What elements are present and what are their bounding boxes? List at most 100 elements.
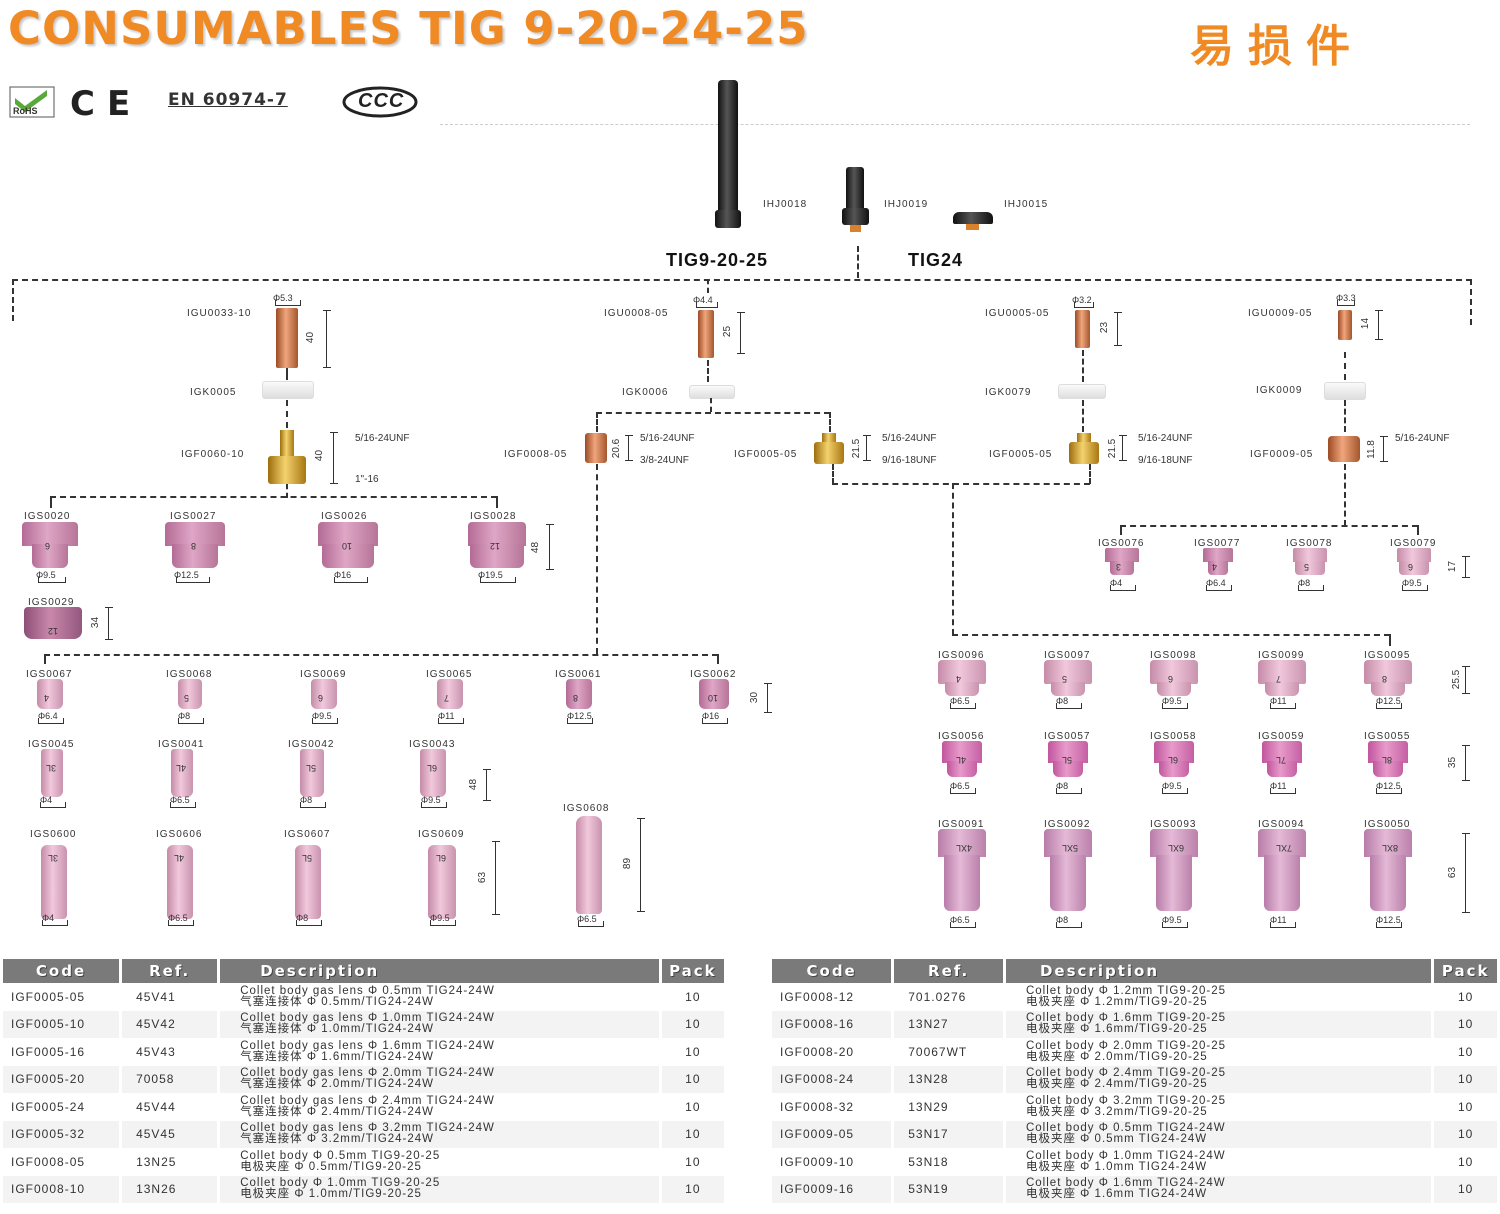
cell-pack: 10 <box>658 1175 724 1203</box>
cup-diameter: Φ4 <box>40 795 53 805</box>
ceramic-cup <box>938 829 986 857</box>
cup-diameter: Φ6.5 <box>168 913 188 923</box>
ceramic-cup <box>1397 548 1431 562</box>
cup-diameter: Φ6.5 <box>950 781 970 791</box>
cup-diameter: Φ9.5 <box>421 795 441 805</box>
cup-size-marking: 7XL <box>1276 843 1293 853</box>
connector-line <box>707 360 709 382</box>
cup-diameter: Φ9.5 <box>1402 578 1422 588</box>
cup-code: IGS0077 <box>1194 538 1241 549</box>
cup-code: IGS0029 <box>28 597 75 608</box>
connector-line <box>596 412 830 414</box>
collet-body <box>268 456 306 484</box>
ceramic-cup <box>172 544 218 568</box>
connector-line <box>596 412 598 432</box>
cup-size-marking: 4L <box>174 853 185 863</box>
collet-body <box>1069 442 1099 464</box>
dim-line <box>1074 302 1094 308</box>
connector-line <box>50 496 52 508</box>
connector-line <box>286 368 288 380</box>
dim-line <box>296 920 322 926</box>
cell-code: IGF0009-05 <box>772 1120 892 1148</box>
dim-line <box>567 718 593 724</box>
description-cn: 电极夹座 Φ 1.6mm TIG24-24W <box>1025 1188 1208 1201</box>
thread-spec: 5/16-24UNF <box>1395 433 1450 444</box>
cup-length: 17 <box>1447 560 1459 573</box>
ceramic-cup <box>1267 761 1297 777</box>
connector-line <box>596 464 598 654</box>
dim-line <box>578 921 604 927</box>
ce-logo: CE <box>70 84 142 124</box>
cup-diameter: Φ6.5 <box>950 915 970 925</box>
cup-code: IGS0050 <box>1364 819 1411 830</box>
cup-size-marking: 6 <box>1408 562 1414 572</box>
collet <box>1075 310 1090 348</box>
collet-length: 40 <box>305 331 317 344</box>
cup-diameter: Φ19.5 <box>478 570 503 580</box>
cup-size-marking: 5 <box>1304 562 1310 572</box>
cup-code: IGS0099 <box>1258 650 1305 661</box>
cup-diameter: Φ9.5 <box>1162 696 1182 706</box>
connector-line <box>829 412 831 432</box>
cup-diameter: Φ11 <box>1270 696 1287 706</box>
ceramic-cup <box>1265 682 1299 696</box>
cell-pack: 10 <box>658 1038 724 1066</box>
body-length: 21.5 <box>851 438 863 459</box>
description-en: Collet body gas lens Φ 1.6mm TIG24-24W <box>240 1039 495 1052</box>
cup-diameter: Φ16 <box>334 570 352 580</box>
dim-bar <box>1462 666 1470 694</box>
col-header-description: Description <box>1002 959 1432 983</box>
description-cn: 气塞连接体 Φ 0.5mm/TIG24-24W <box>240 995 435 1008</box>
dim-bar <box>1380 436 1388 462</box>
body-length: 21.5 <box>1107 438 1119 459</box>
thread-spec: 5/16-24UNF <box>640 433 695 444</box>
cup-size-marking: 8L <box>1382 755 1393 765</box>
ceramic-cup <box>1044 829 1092 857</box>
ceramic-cup <box>1293 548 1327 562</box>
cell-code: IGF0008-32 <box>772 1093 892 1121</box>
cell-code: IGF0008-20 <box>772 1038 892 1066</box>
ceramic-cup <box>437 679 463 709</box>
rohs-label: RoHS <box>13 106 38 116</box>
thread-spec: 5/16-24UNF <box>882 433 937 444</box>
ceramic-cup <box>1264 855 1300 911</box>
cell-code: IGF0008-16 <box>772 1010 892 1038</box>
cell-pack: 10 <box>1431 1093 1497 1121</box>
ce-mark: CE <box>70 84 143 124</box>
cell-code: IGF0005-32 <box>3 1120 120 1148</box>
description-en: Collet body Φ 2.4mm TIG9-20-25 <box>1025 1067 1227 1080</box>
back-cap-medium <box>846 167 864 212</box>
cup-size-marking: 7 <box>1276 674 1282 684</box>
back-cap-code: IHJ0018 <box>763 199 808 210</box>
dim-line <box>275 300 301 306</box>
cell-ref: 13N26 <box>119 1175 218 1203</box>
cup-size-marking: 5XL <box>1062 843 1079 853</box>
en-standard-text: EN 60974-7 <box>168 90 288 110</box>
cup-diameter: Φ12.5 <box>1376 696 1401 706</box>
cup-code: IGS0067 <box>26 669 73 680</box>
connector-line <box>952 483 954 635</box>
connector-line <box>710 398 712 412</box>
cup-diameter: Φ12.5 <box>1376 781 1401 791</box>
cup-size-marking: 3 <box>1116 562 1122 572</box>
dim-line <box>42 920 68 926</box>
dim-line <box>1376 788 1402 794</box>
ceramic-cup <box>1156 855 1192 911</box>
cup-code: IGS0041 <box>158 739 205 750</box>
cup-code: IGS0076 <box>1098 538 1145 549</box>
connector-line <box>1344 352 1346 380</box>
collet-body-code: IGF0005-05 <box>734 449 798 460</box>
cup-size-marking: 12 <box>48 626 59 636</box>
cell-pack: 10 <box>1431 1010 1497 1038</box>
col-header-code: Code <box>772 959 892 983</box>
